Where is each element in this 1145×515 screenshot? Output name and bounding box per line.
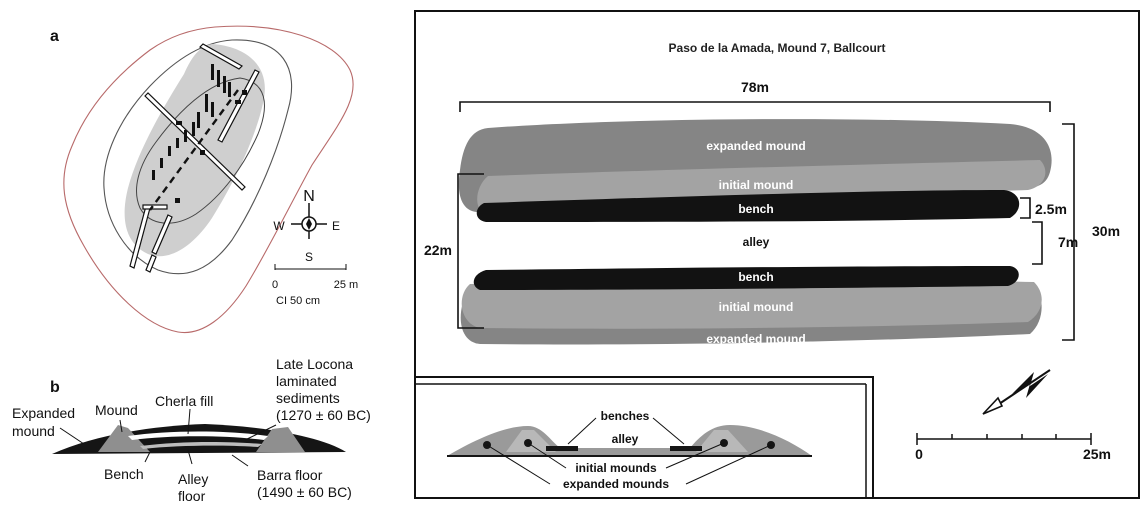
scale-right-end: 25m bbox=[1083, 446, 1111, 462]
compass-n: N bbox=[303, 188, 315, 205]
section-b-cherla-fill bbox=[128, 431, 268, 440]
section-alley: alley bbox=[612, 432, 639, 446]
label-alley-1: Alley bbox=[178, 471, 208, 487]
label-expanded-1: Expanded bbox=[12, 405, 75, 421]
ballcourt-title: Paso de la Amada, Mound 7, Ballcourt bbox=[669, 41, 886, 55]
bench-width-bracket bbox=[1020, 197, 1031, 219]
scale-bar-right bbox=[916, 433, 1092, 445]
section-inset-frame bbox=[415, 376, 874, 498]
outer-contour bbox=[63, 25, 354, 334]
contour-interval: CI 50 cm bbox=[276, 295, 320, 307]
section-b-mound-right bbox=[256, 427, 305, 452]
bottom-initial-mound bbox=[461, 279, 1042, 329]
label-barra-1: Barra floor bbox=[257, 467, 323, 483]
section-initial-mounds: initial mounds bbox=[575, 461, 657, 475]
section-expanded-mounds-label: expanded mounds bbox=[563, 477, 669, 491]
scale-a-end: 25 m bbox=[334, 279, 358, 291]
label-late-3: sediments bbox=[276, 390, 340, 406]
section-benches: benches bbox=[601, 409, 650, 423]
label-expanded-2: mound bbox=[12, 423, 55, 439]
north-arrow: N W E S bbox=[273, 188, 340, 264]
section-b-mound-left bbox=[98, 425, 150, 452]
trench-features bbox=[152, 64, 247, 203]
scale-right-start: 0 bbox=[915, 446, 923, 462]
compass-e: E bbox=[332, 219, 340, 233]
inner-contour bbox=[136, 77, 265, 224]
section-b-leaders bbox=[59, 408, 277, 467]
ballcourt-frame bbox=[414, 10, 1140, 499]
section-bench-right bbox=[670, 446, 702, 451]
label-barra-2: (1490 ± 60 BC) bbox=[257, 484, 352, 500]
mound-labels: expanded mound initial mound bench alley… bbox=[706, 139, 805, 346]
alley-width-bracket bbox=[1032, 221, 1043, 265]
label-late-1: Late Locona bbox=[276, 356, 353, 372]
section-bench-left bbox=[546, 446, 578, 451]
section-b-laminated bbox=[140, 441, 262, 449]
middle-contour bbox=[103, 39, 293, 275]
label-mound: Mound bbox=[95, 402, 138, 418]
length-label: 78m bbox=[741, 79, 769, 95]
label-cherla: Cherla fill bbox=[155, 393, 213, 409]
label-initial-top: initial mound bbox=[719, 178, 794, 192]
compass-w: W bbox=[273, 219, 285, 233]
label-bench-bottom: bench bbox=[738, 270, 773, 284]
alley-width-label: 7m bbox=[1058, 234, 1078, 250]
inner-width-bracket bbox=[457, 173, 484, 329]
compass-s: S bbox=[305, 250, 313, 264]
bench-width-label: 2.5m bbox=[1035, 201, 1067, 217]
section-leaders bbox=[486, 417, 772, 485]
alley-centreline bbox=[149, 89, 239, 211]
panel-b-label: b bbox=[50, 379, 60, 396]
ballcourt-north-arrow bbox=[982, 369, 1051, 415]
panel-a-label: a bbox=[50, 28, 59, 45]
scale-bar-a: 0 25 m CI 50 cm bbox=[272, 264, 358, 307]
ballcourt-panel: Paso de la Amada, Mound 7, Ballcourt exp… bbox=[414, 10, 1140, 499]
label-initial-bottom: initial mound bbox=[719, 300, 794, 314]
excavation-trenches bbox=[129, 43, 260, 273]
label-expanded-bottom: expanded mound bbox=[706, 332, 805, 346]
section-text: benches alley initial mounds expanded mo… bbox=[563, 409, 669, 491]
length-dimension bbox=[459, 101, 1051, 112]
label-expanded-top: expanded mound bbox=[706, 139, 805, 153]
label-bench-top: bench bbox=[738, 202, 773, 216]
label-late-2: laminated bbox=[276, 373, 337, 389]
label-bench: Bench bbox=[104, 466, 144, 482]
scale-a-start: 0 bbox=[272, 279, 278, 291]
total-width-label: 30m bbox=[1092, 223, 1120, 239]
label-alley: alley bbox=[743, 235, 770, 249]
inner-width-label: 22m bbox=[424, 242, 452, 258]
top-bench bbox=[476, 190, 1020, 222]
panel-a: a bbox=[50, 25, 358, 334]
section-b-text: Expanded mound Mound Cherla fill Late Lo… bbox=[12, 356, 371, 504]
bottom-bench bbox=[473, 266, 1019, 290]
panel-b: b Expanded mound Mound Cherla fill Late … bbox=[12, 356, 371, 504]
label-late-4: (1270 ± 60 BC) bbox=[276, 407, 371, 423]
label-alley-2: floor bbox=[178, 488, 206, 504]
total-width-bracket bbox=[1062, 123, 1075, 341]
